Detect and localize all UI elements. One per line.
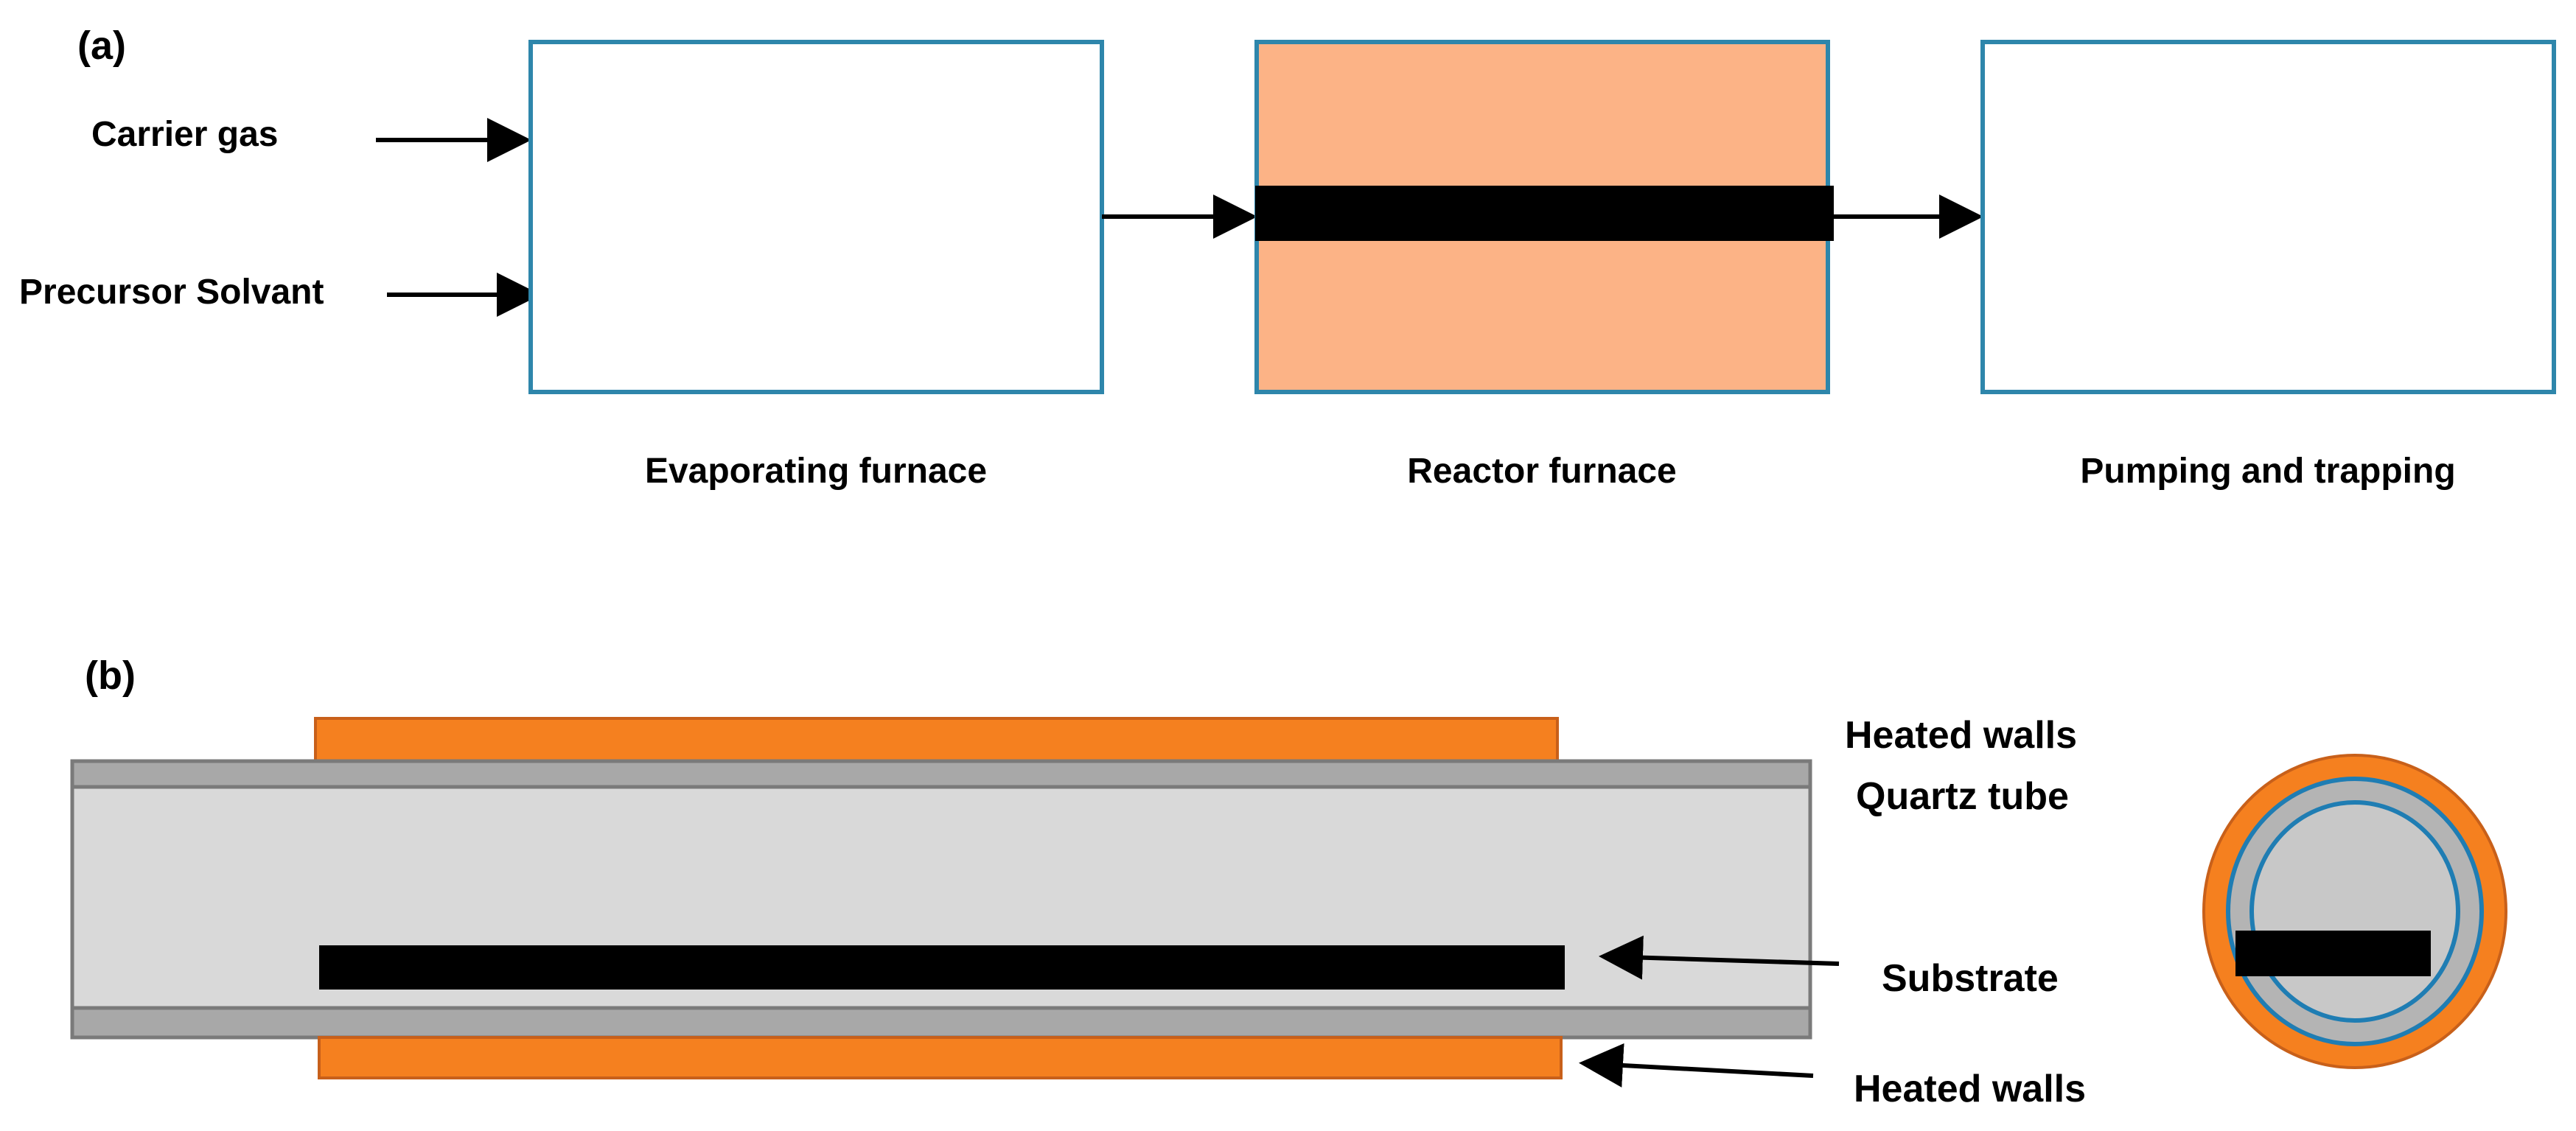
bottom-heater [318, 1036, 1563, 1079]
cross-section-inner-blue-ring [2249, 800, 2460, 1023]
pumping-trapping-box [1980, 40, 2556, 394]
evaporating-furnace-label: Evaporating furnace [645, 452, 987, 491]
evaporating-furnace-box [528, 40, 1104, 394]
heated-walls-bottom-label: Heated walls [1854, 1068, 2086, 1110]
panel-a: (a) Carrier gas Precursor Solvant Evapor… [19, 24, 2556, 491]
substrate-label: Substrate [1882, 957, 2059, 1000]
panel-b-label: (b) [85, 654, 136, 698]
substrate-bar [319, 945, 1565, 990]
pumping-trapping-label: Pumping and trapping [2080, 452, 2455, 491]
carrier-gas-label: Carrier gas [91, 115, 278, 154]
reactor-tube-bar [1255, 186, 1834, 241]
tube-cross-section [2202, 754, 2507, 1069]
panel-a-label: (a) [77, 24, 126, 68]
cross-section-substrate [2235, 931, 2431, 976]
panel-b: (b) Heated walls Quartz tube Substrate H… [70, 654, 2507, 1110]
top-heater [314, 717, 1559, 763]
substrate-arrow [1599, 935, 1840, 980]
precursor-label: Precursor Solvant [19, 273, 324, 312]
heated-walls-bottom-arrow [1579, 1043, 1814, 1088]
quartz-tube-label: Quartz tube [1856, 775, 2069, 818]
reactor-furnace-label: Reactor furnace [1407, 452, 1676, 491]
heated-walls-top-label: Heated walls [1845, 714, 2077, 757]
